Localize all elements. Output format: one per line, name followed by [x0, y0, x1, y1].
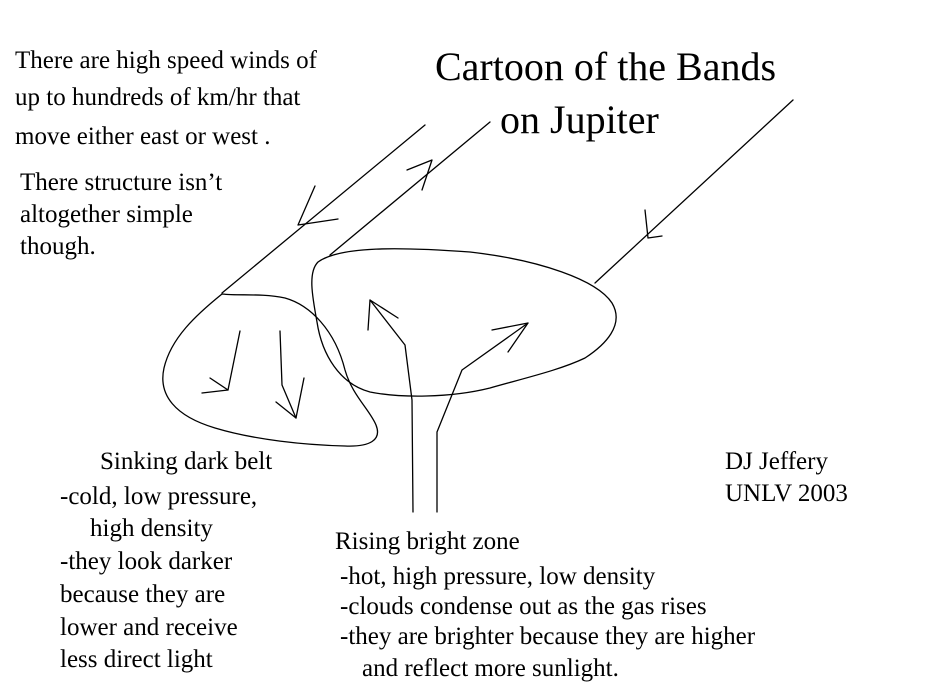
west-wind-arrowhead — [297, 185, 339, 226]
diagram-title-line-1: Cartoon of the Bands — [435, 44, 777, 89]
sinking-arrow-left — [201, 330, 241, 394]
bright-zone-line-2: -clouds condense out as the gas rises — [340, 593, 707, 620]
dark-belt-line-3: -they look darker — [60, 548, 233, 575]
bright-zone-heading: Rising bright zone — [335, 528, 520, 555]
dark-belt-line-6: less direct light — [60, 646, 213, 673]
sinking-arrow-right-head — [275, 377, 305, 419]
rising-arrow-right-head — [491, 322, 529, 353]
bright-zone-outline — [311, 248, 617, 397]
right-wind-line — [594, 99, 794, 284]
rising-arrow-right — [436, 322, 529, 513]
rising-arrow-left — [367, 299, 414, 513]
right-wind-arrowhead — [644, 209, 663, 239]
dark-belt-heading: Sinking dark belt — [100, 448, 273, 475]
structure-note-line-3: though. — [20, 233, 96, 260]
intro-line-1: There are high speed winds of — [15, 47, 317, 74]
east-wind-arrowhead — [406, 159, 433, 191]
intro-line-3: move either east or west . — [15, 123, 271, 150]
dark-belt-line-2: high density — [90, 515, 213, 542]
sinking-arrow-left-tip — [209, 377, 229, 391]
bright-zone-line-3: -they are brighter because they are high… — [340, 623, 756, 650]
bright-zone-line-1: -hot, high pressure, low density — [340, 563, 656, 590]
structure-note-line-2: altogether simple — [20, 201, 193, 228]
dark-belt-line-4: because they are — [60, 581, 226, 608]
west-wind-line — [221, 124, 426, 294]
credit-author: DJ Jeffery — [725, 448, 828, 475]
diagram-title-line-2: on Jupiter — [500, 97, 659, 142]
bright-zone-line-4: and reflect more sunlight. — [362, 655, 619, 682]
dark-belt-line-1: -cold, low pressure, — [60, 483, 258, 510]
structure-note-line-1: There structure isn’t — [20, 169, 223, 196]
east-wind-line — [329, 121, 491, 256]
rising-arrow-left-tip — [369, 299, 399, 319]
intro-line-2: up to hundreds of km/hr that — [15, 84, 301, 111]
dark-belt-outline — [162, 293, 379, 447]
dark-belt-line-5: lower and receive — [60, 614, 238, 641]
sinking-arrow-right — [279, 330, 297, 419]
credit-affiliation: UNLV 2003 — [725, 480, 848, 507]
